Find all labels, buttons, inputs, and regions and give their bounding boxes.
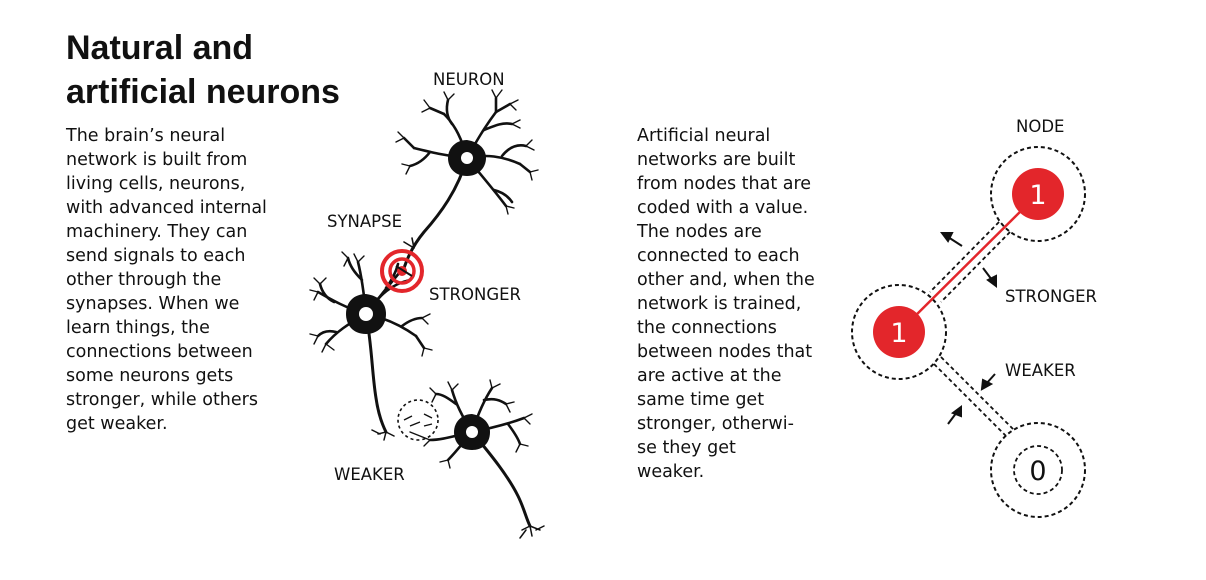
- text-line: between nodes that: [637, 342, 813, 362]
- title-line-2: artificial neurons: [66, 73, 340, 111]
- page-title: Natural and artificial neurons: [66, 26, 340, 114]
- stronger-connection: [898, 193, 1039, 333]
- inward-arrow-icon: [947, 373, 996, 425]
- text-line: connections between: [66, 342, 253, 362]
- text-line: The nodes are: [637, 222, 762, 242]
- node-label: NODE: [1016, 117, 1065, 136]
- text-line: se they get: [637, 438, 736, 458]
- node-fill-top: [1012, 168, 1064, 220]
- text-line: The brain’s neural: [66, 126, 226, 146]
- node-weaker-label: WEAKER: [1005, 361, 1076, 380]
- text-line: coded with a value.: [637, 198, 809, 218]
- node-value-top: 1: [1029, 180, 1046, 211]
- text-line: machinery. They can: [66, 222, 248, 242]
- text-line: with advanced internal: [66, 198, 267, 218]
- weaker-connection: [933, 356, 1014, 437]
- node-ring-top: [990, 146, 1086, 242]
- synapse-label: SYNAPSE: [327, 212, 403, 231]
- node-ring-middle: [851, 284, 947, 380]
- text-line: stronger, while others: [66, 390, 258, 410]
- cell-bodies: [346, 140, 490, 450]
- text-line: some neurons gets: [66, 366, 234, 386]
- node-ring-inner-bottom: [1013, 445, 1063, 495]
- title-line-1: Natural and: [66, 29, 254, 67]
- text-line: network is trained,: [637, 294, 802, 314]
- neuron-label: NEURON: [433, 70, 505, 89]
- text-line: connected to each: [637, 246, 800, 266]
- node-value-bottom: 0: [1029, 456, 1046, 487]
- text-line: networks are built: [637, 150, 796, 170]
- text-line: the connections: [637, 318, 777, 338]
- text-line: network is built from: [66, 150, 248, 170]
- node-ring-bottom: [990, 422, 1086, 518]
- text-line: other and, when the: [637, 270, 815, 290]
- text-line: same time get: [637, 390, 765, 410]
- text-line: get weaker.: [66, 414, 168, 434]
- text-line: are active at the: [637, 366, 782, 386]
- node-fill-middle: [873, 306, 925, 358]
- weak-synapse-icon: [397, 399, 439, 441]
- text-line: from nodes that are: [637, 174, 812, 194]
- weaker-label: WEAKER: [334, 465, 405, 484]
- node-value-middle: 1: [890, 318, 907, 349]
- synapse-target-icon: [380, 249, 424, 293]
- node-description: Artificial neural networks are built fro…: [637, 124, 815, 484]
- text-line: Artificial neural: [637, 126, 771, 146]
- stronger-label: STRONGER: [429, 285, 522, 304]
- outward-arrow-icon: [940, 232, 997, 288]
- text-line: learn things, the: [66, 318, 210, 338]
- node-stronger-label: STRONGER: [1005, 287, 1098, 306]
- text-line: synapses. When we: [66, 294, 240, 314]
- text-line: weaker.: [637, 462, 705, 482]
- neuron-description: The brain’s neural network is built from…: [66, 124, 267, 436]
- text-line: other through the: [66, 270, 222, 290]
- text-line: send signals to each: [66, 246, 246, 266]
- text-line: living cells, neurons,: [66, 174, 246, 194]
- text-line: stronger, otherwi-: [637, 414, 794, 434]
